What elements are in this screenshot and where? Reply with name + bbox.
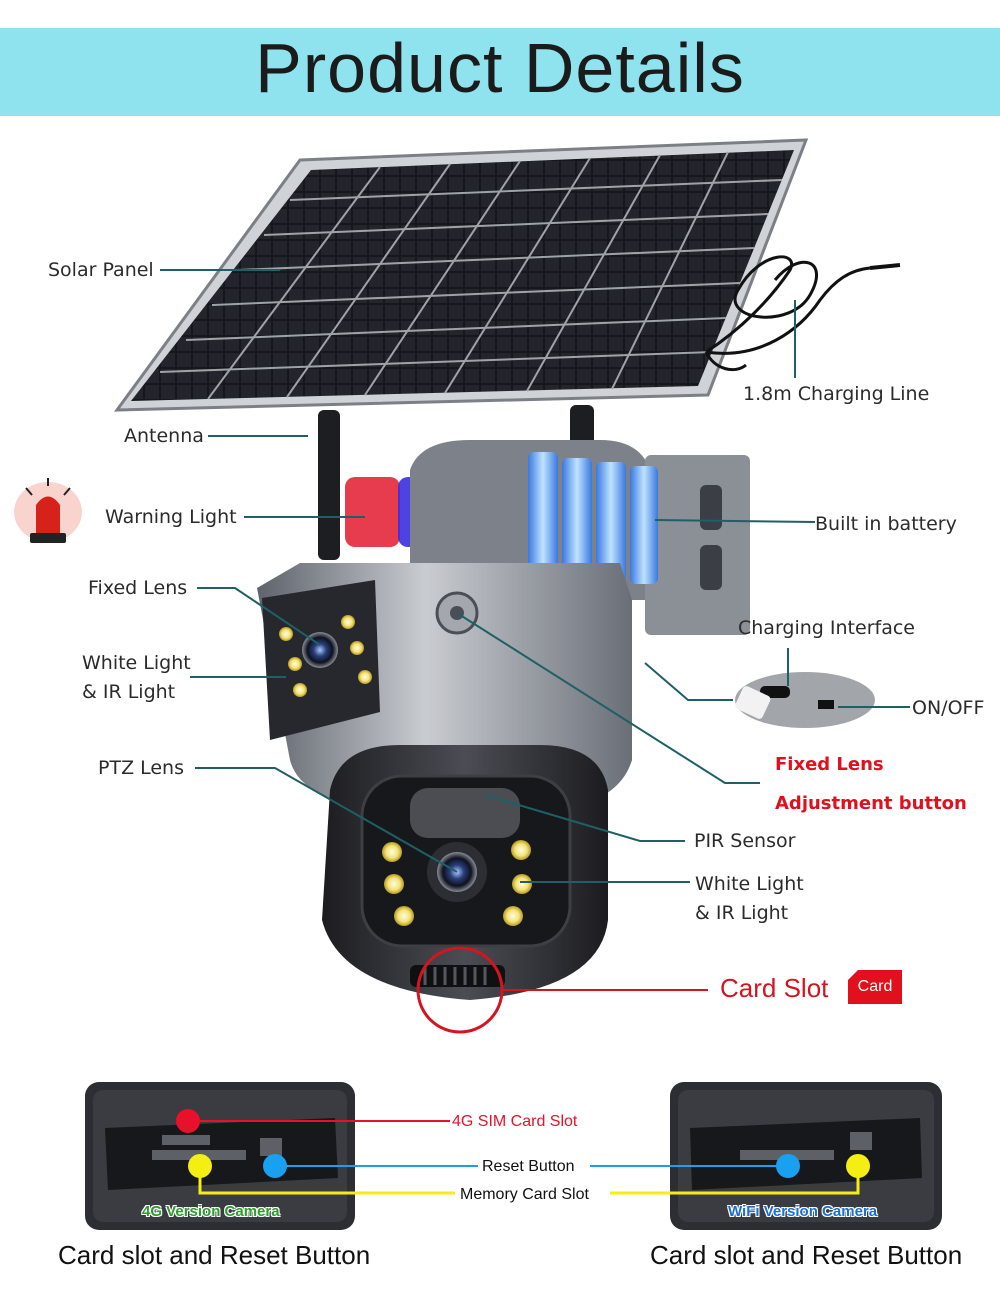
battery-cells bbox=[528, 452, 658, 584]
label-wifi-version: WiFi Version Camera bbox=[728, 1203, 878, 1220]
sim-dot bbox=[176, 1109, 200, 1133]
memory-dot-right bbox=[846, 1154, 870, 1178]
label-fixed-lens-adjust-1: Fixed Lens bbox=[775, 754, 884, 775]
label-fixed-lens: Fixed Lens bbox=[88, 577, 188, 599]
label-reset-button: Reset Button bbox=[482, 1158, 575, 1175]
label-on-off: ON/OFF bbox=[912, 697, 985, 719]
label-memory-card-slot: Memory Card Slot bbox=[460, 1186, 589, 1203]
label-white-light-2: White Light bbox=[695, 873, 804, 895]
title-banner bbox=[0, 28, 1000, 116]
caption-right: Card slot and Reset Button bbox=[650, 1240, 963, 1270]
label-charging-line: 1.8m Charging Line bbox=[743, 383, 930, 405]
label-ptz-lens: PTZ Lens bbox=[98, 757, 185, 779]
page-title: Product Details bbox=[255, 29, 745, 107]
charging-cable bbox=[704, 255, 901, 372]
label-white-light-1: White Light bbox=[82, 652, 191, 674]
reset-dot-right bbox=[776, 1154, 800, 1178]
label-antenna: Antenna bbox=[124, 425, 204, 447]
siren-icon bbox=[14, 478, 82, 543]
antenna-left bbox=[318, 410, 340, 560]
card-badge-icon: Card bbox=[848, 970, 902, 1004]
leader-lines bbox=[160, 269, 910, 883]
label-ir-light-2: & IR Light bbox=[695, 902, 789, 924]
charging-interface-inset bbox=[735, 672, 875, 728]
label-charging-interface: Charging Interface bbox=[738, 617, 915, 639]
label-4g-version: 4G Version Camera bbox=[142, 1203, 280, 1220]
reset-dot-left bbox=[263, 1154, 287, 1178]
label-solar-panel: Solar Panel bbox=[48, 259, 154, 281]
label-card-slot: Card Slot bbox=[720, 973, 829, 1003]
label-ir-light-1: & IR Light bbox=[82, 681, 176, 703]
caption-left: Card slot and Reset Button bbox=[58, 1240, 371, 1270]
label-pir-sensor: PIR Sensor bbox=[694, 830, 796, 852]
ptz-dome bbox=[322, 745, 608, 1000]
card-badge-notch bbox=[848, 970, 858, 980]
memory-dot-left bbox=[188, 1154, 212, 1178]
label-sim-card-slot: 4G SIM Card Slot bbox=[452, 1113, 578, 1130]
label-fixed-lens-adjust-2: Adjustment button bbox=[775, 793, 967, 814]
label-built-in-battery: Built in battery bbox=[815, 513, 957, 535]
solar-panel bbox=[113, 138, 809, 412]
label-warning-light: Warning Light bbox=[105, 506, 237, 528]
